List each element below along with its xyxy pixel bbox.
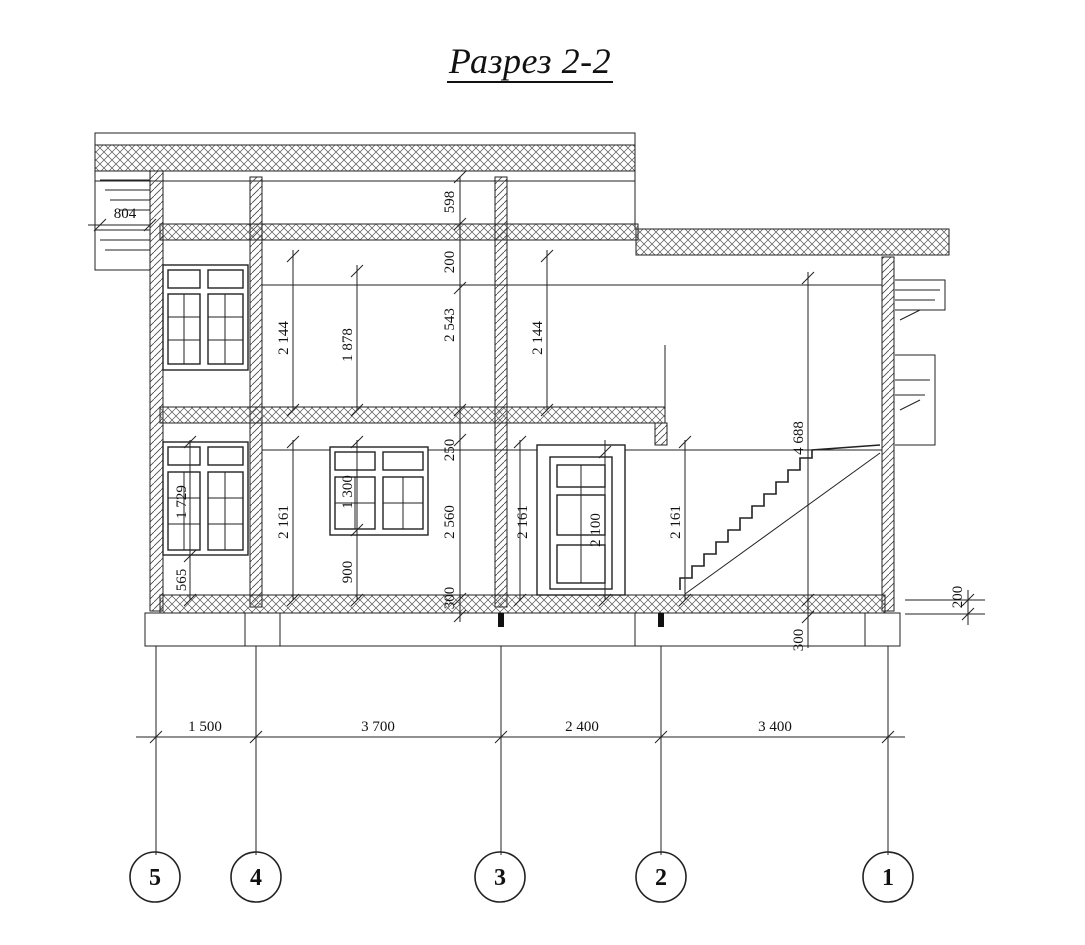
span-2: 3 700 (361, 719, 395, 735)
dim-900: 900 (340, 561, 356, 584)
dim-1729: 1 729 (174, 485, 190, 519)
attic-slab (159, 223, 639, 241)
roof (94, 132, 950, 256)
floor-slab-2 (159, 406, 666, 424)
dim-250: 250 (442, 439, 458, 462)
span-3: 2 400 (565, 719, 599, 735)
door (536, 444, 626, 596)
cornice-left (94, 171, 150, 271)
span-dimension-line (136, 730, 905, 744)
dim-2560: 2 560 (442, 505, 458, 539)
span-1: 1 500 (188, 719, 222, 735)
cornice-right (895, 279, 946, 446)
foundation (144, 612, 901, 647)
axis-label-4: 4 (250, 865, 262, 891)
dim-2161-c: 2 161 (668, 505, 684, 539)
window-upper-left (162, 264, 249, 371)
vertical-dimension-lines (88, 177, 985, 648)
dim-2100: 2 100 (588, 513, 604, 547)
dim-2161-a: 2 161 (276, 505, 292, 539)
dim-300-b: 300 (791, 629, 807, 652)
dim-1878: 1 878 (340, 328, 356, 362)
axis-label-5: 5 (149, 865, 161, 891)
axis-lines (155, 646, 889, 855)
stair (679, 444, 881, 595)
slab-edge (654, 422, 668, 446)
walls (149, 170, 895, 612)
axis-label-2: 2 (655, 865, 667, 891)
dim-4688: 4 688 (791, 421, 807, 455)
dim-300-a: 300 (442, 587, 458, 610)
dim-2144-a: 2 144 (276, 321, 292, 355)
dim-2144-b: 2 144 (530, 321, 546, 355)
dim-2543: 2 543 (442, 308, 458, 342)
axis-label-3: 3 (494, 865, 506, 891)
dim-2161-b: 2 161 (515, 505, 531, 539)
drawing-title-text: Разрез 2-2 (446, 41, 614, 83)
dim-598: 598 (442, 191, 458, 214)
dim-565: 565 (174, 569, 190, 592)
dim-200-right: 200 (950, 586, 966, 609)
drawing-title: Разрез 2-2 (0, 40, 1060, 83)
axis-bubbles (129, 851, 914, 903)
dim-200-top: 200 (442, 251, 458, 274)
dim-804: 804 (114, 206, 137, 222)
window-lower-left (162, 441, 249, 556)
axis-label-1: 1 (882, 865, 894, 891)
vertical-ticks (93, 170, 975, 624)
dim-1300: 1 300 (340, 475, 356, 509)
span-4: 3 400 (758, 719, 792, 735)
window-middle (329, 446, 429, 536)
